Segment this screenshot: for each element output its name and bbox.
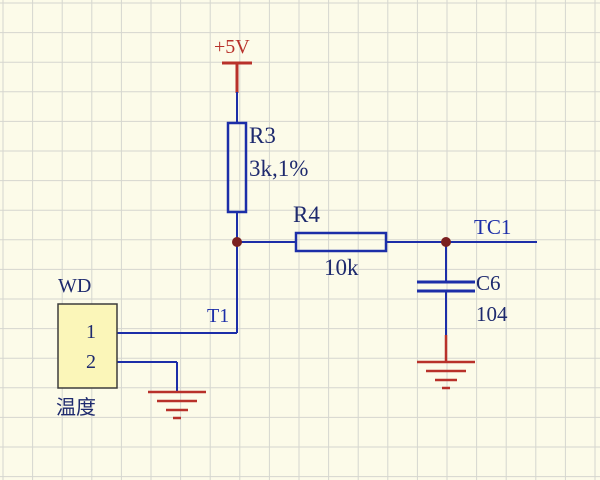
- resistor-r3[interactable]: [226, 121, 248, 214]
- net-label-tc1: TC1: [474, 215, 512, 239]
- junction-dot-r3-r4: [232, 237, 242, 247]
- connector-wd-body[interactable]: [57, 303, 118, 389]
- power-port-5v[interactable]: [222, 61, 252, 93]
- junction-dot-r4-c6: [441, 237, 451, 247]
- ground-symbol-connector: [148, 390, 206, 420]
- net-label-t1: T1: [207, 305, 230, 327]
- r4-value: 10k: [324, 255, 359, 280]
- capacitor-c6[interactable]: [417, 280, 475, 293]
- connector-pin2-label: 2: [86, 351, 96, 373]
- r3-designator: R3: [249, 123, 276, 148]
- connector-pin1-label: 1: [86, 321, 96, 343]
- power-label: +5V: [214, 36, 250, 58]
- r3-value: 3k,1%: [249, 156, 309, 181]
- connector-caption: 温度: [56, 395, 96, 419]
- c6-designator: C6: [476, 271, 501, 295]
- connector-designator: WD: [58, 275, 92, 297]
- ground-symbol-capacitor: [417, 335, 475, 390]
- wires: [117, 92, 537, 392]
- resistor-r4[interactable]: [294, 231, 388, 253]
- c6-value: 104: [476, 302, 508, 326]
- r4-designator: R4: [293, 202, 320, 227]
